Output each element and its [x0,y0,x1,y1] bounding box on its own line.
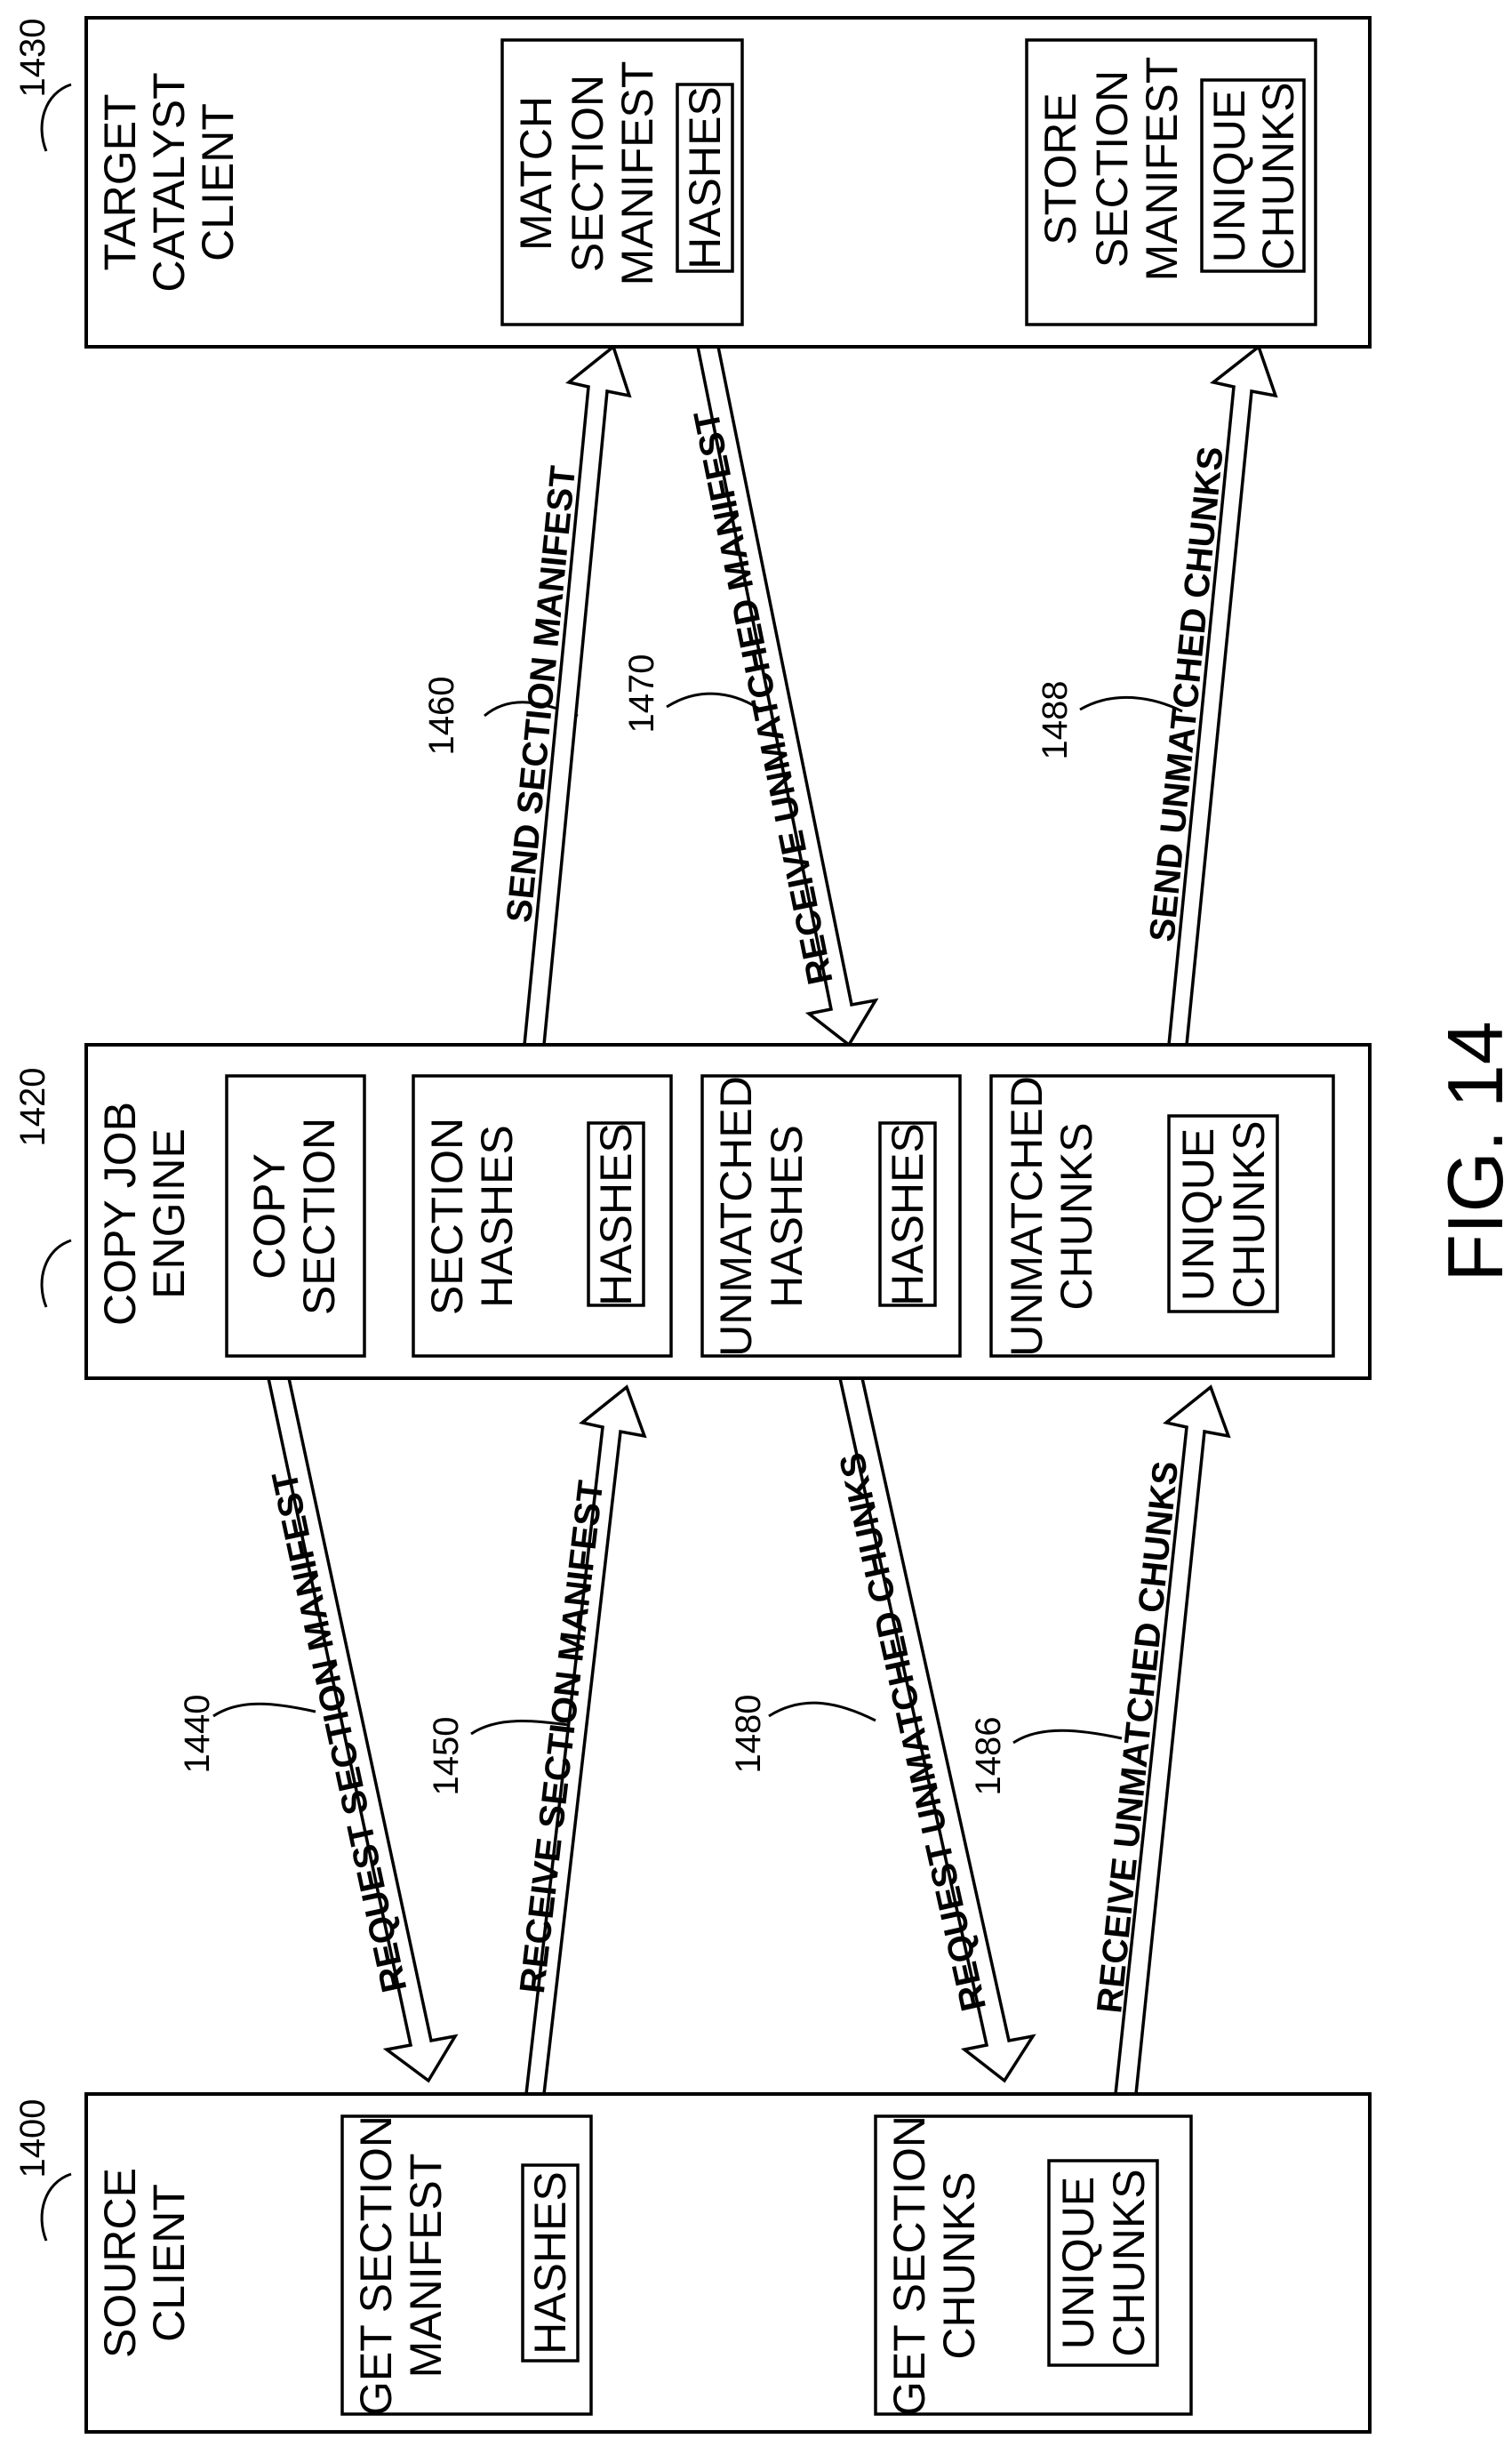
arrow-label-1470: RECEIVE UNMATCHED MANIFEST [687,407,841,988]
get-section-chunks-block: GET SECTION CHUNKS UNIQUE CHUNKS [876,2115,1191,2416]
ref-leader-1420 [42,1240,71,1307]
unmatched-hashes-line-1: UNMATCHED [711,1076,761,1357]
match-line-3: MANIFEST [612,61,662,286]
ref-1480: 1480 [729,1695,768,1774]
arrow-label-1440: REQUEST SECTION MANIFEST [265,1468,414,1996]
get-chunks-line-2: CHUNKS [934,2171,984,2359]
copy-section-block: COPY SECTION [227,1076,364,1356]
unmatched-chunks-block: UNMATCHED CHUNKS UNIQUE CHUNKS [991,1076,1333,1357]
source-title-line-2: CLIENT [144,2184,194,2342]
unmatched-hashes-line-2: HASHES [762,1125,812,1308]
get-section-manifest-block: GET SECTION MANIFEST HASHES [342,2115,591,2416]
ref-leader-1400 [42,2174,71,2241]
arrow-send-section-manifest [500,347,629,1045]
match-line-1: MATCH [511,96,561,251]
store-line-1: STORE [1036,92,1085,245]
unmatched-chunks-line-2: CHUNKS [1052,1122,1101,1310]
store-line-3: MANIFEST [1137,57,1187,282]
source-title-line-1: SOURCE [95,2168,145,2358]
store-line-2: SECTION [1087,70,1137,268]
engine-title-line-2: ENGINE [144,1128,194,1299]
unmatched-chunks-line-1: UNMATCHED [1002,1076,1052,1357]
get-chunks-tag-line-2: CHUNKS [1104,2169,1154,2356]
unmatched-hashes-block: UNMATCHED HASHES HASHES [702,1076,960,1357]
ref-1470: 1470 [622,654,661,734]
ref-1400: 1400 [13,2099,52,2178]
target-title-line-3: CLIENT [193,103,243,261]
target-title-line-1: TARGET [95,93,145,270]
get-chunks-line-1: GET SECTION [884,2115,934,2416]
match-section-manifest-block: MATCH SECTION MANIFEST HASHES [502,40,742,325]
match-hashes-tag: HASHES [680,86,730,269]
unmatched-hashes-tag: HASHES [883,1123,932,1306]
unmatched-chunks-tag-line-1: UNIQUE [1173,1128,1223,1301]
section-hashes-line-1: SECTION [422,1118,472,1315]
ref-1430: 1430 [13,19,52,98]
get-manifest-hashes-tag: HASHES [525,2171,575,2355]
ref-1450: 1450 [427,1717,466,1796]
copy-section-line-2: SECTION [294,1118,344,1315]
get-manifest-line-1: GET SECTION [351,2115,401,2416]
target-title-line-2: CATALYST [144,72,194,292]
engine-title-line-1: COPY JOB [95,1102,145,1326]
copy-section-line-1: COPY [244,1153,294,1280]
section-hashes-line-2: HASHES [472,1125,522,1308]
unmatched-chunks-tag-line-2: CHUNKS [1224,1120,1274,1308]
get-manifest-line-2: MANIFEST [401,2154,451,2379]
ref-1460: 1460 [422,677,461,756]
section-hashes-tag: HASHES [591,1123,641,1306]
ref-1440: 1440 [178,1695,217,1774]
match-line-2: SECTION [563,75,612,272]
ref-leader-1440 [213,1704,316,1716]
source-client: 1400 SOURCE CLIENT GET SECTION MANIFEST … [13,2094,1370,2432]
target-catalyst-client: 1430 TARGET CATALYST CLIENT MATCH SECTIO… [13,18,1370,347]
get-chunks-tag-line-1: UNIQUE [1053,2177,1103,2349]
store-tag-line-2: CHUNKS [1253,82,1303,269]
ref-1488: 1488 [1036,681,1075,760]
section-hashes-block: SECTION HASHES HASHES [413,1076,671,1356]
store-section-manifest-block: STORE SECTION MANIFEST UNIQUE CHUNKS [1027,40,1316,325]
copy-job-engine: 1420 COPY JOB ENGINE COPY SECTION SECTIO… [13,1045,1370,1378]
ref-leader-1486 [1013,1730,1122,1743]
ref-1420: 1420 [13,1068,52,1147]
ref-leader-1480 [769,1703,876,1721]
figure-label: FIG. 14 [1431,1021,1512,1281]
ref-1486: 1486 [969,1717,1008,1796]
store-tag-line-1: UNIQUE [1204,90,1254,262]
